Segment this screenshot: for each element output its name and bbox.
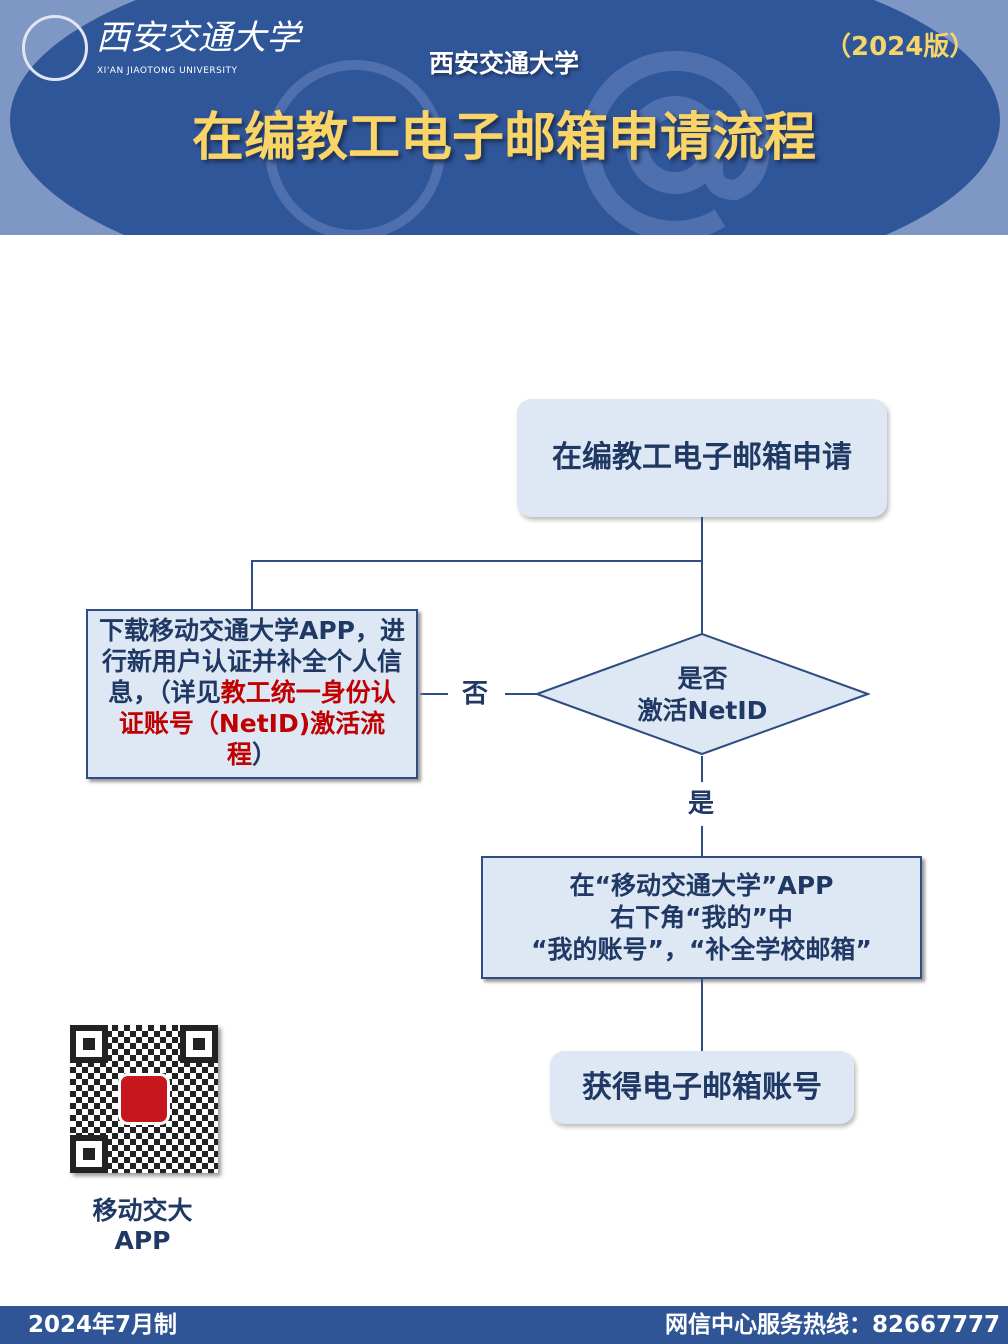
connector [701,979,703,1051]
header-banner: 西安交通大学 XI'AN JIAOTONG UNIVERSITY 西安交通大学 … [0,0,1008,235]
logo-english-name: XI'AN JIAOTONG UNIVERSITY [97,66,238,76]
page-title: 在编教工电子邮箱申请流程 [191,108,816,168]
no-connector [505,693,537,695]
start-box: 在编教工电子邮箱申请 [517,399,887,517]
step-line-3: “我的账号”，“补全学校邮箱” [531,934,872,964]
qr-code [70,1025,218,1173]
university-name: 西安交通大学 [428,49,579,78]
university-seal-logo [22,15,88,81]
version-label: （2024版） [825,32,976,62]
netid-activation-reference: 教工统一身份认证账号（NetID)激活流程 [118,678,396,769]
logo-chinese-name: 西安交通大学 [96,18,300,58]
decision-line-1: 是否 [677,664,728,693]
qr-caption: 移动交大 APP [60,1196,225,1256]
no-box-text-end: ） [252,740,278,769]
step-line-2: 右下角“我的”中 [610,902,793,932]
step-line-1: 在“移动交通大学”APP [569,870,834,900]
end-box: 获得电子邮箱账号 [550,1051,854,1124]
footer-date: 2024年7月制 [28,1312,178,1338]
app-step-box: 在“移动交通大学”APP 右下角“我的”中 “我的账号”，“补全学校邮箱” [481,856,922,979]
yes-connector [701,756,703,782]
qr-caption-line-2: APP [114,1226,171,1255]
yes-connector [701,826,703,856]
footer-hotline: 网信中心服务热线：82667777 [664,1312,1000,1338]
yes-label: 是 [688,789,715,819]
connector [701,517,703,633]
footer: 2024年7月制 网信中心服务热线：82667777 [0,1306,1008,1344]
banner-ellipse [10,0,1000,235]
no-connector [420,693,448,695]
download-app-box: 下载移动交通大学APP，进行新用户认证并补全个人信息，（详见教工统一身份认证账号… [86,609,418,779]
at-sign-icon [580,50,770,235]
decision-text: 是否 激活NetID [600,660,805,730]
loop-connector [251,560,253,612]
no-label: 否 [462,679,489,709]
decision-line-2: 激活NetID [637,696,768,725]
loop-connector [251,560,701,562]
globe-icon [265,60,445,235]
decision-diamond [535,632,870,756]
qr-caption-line-1: 移动交大 [92,1196,193,1225]
no-box-text: 下载移动交通大学APP，进行新用户认证并补全个人信息，（详见 [99,616,405,707]
app-icon [118,1073,170,1125]
